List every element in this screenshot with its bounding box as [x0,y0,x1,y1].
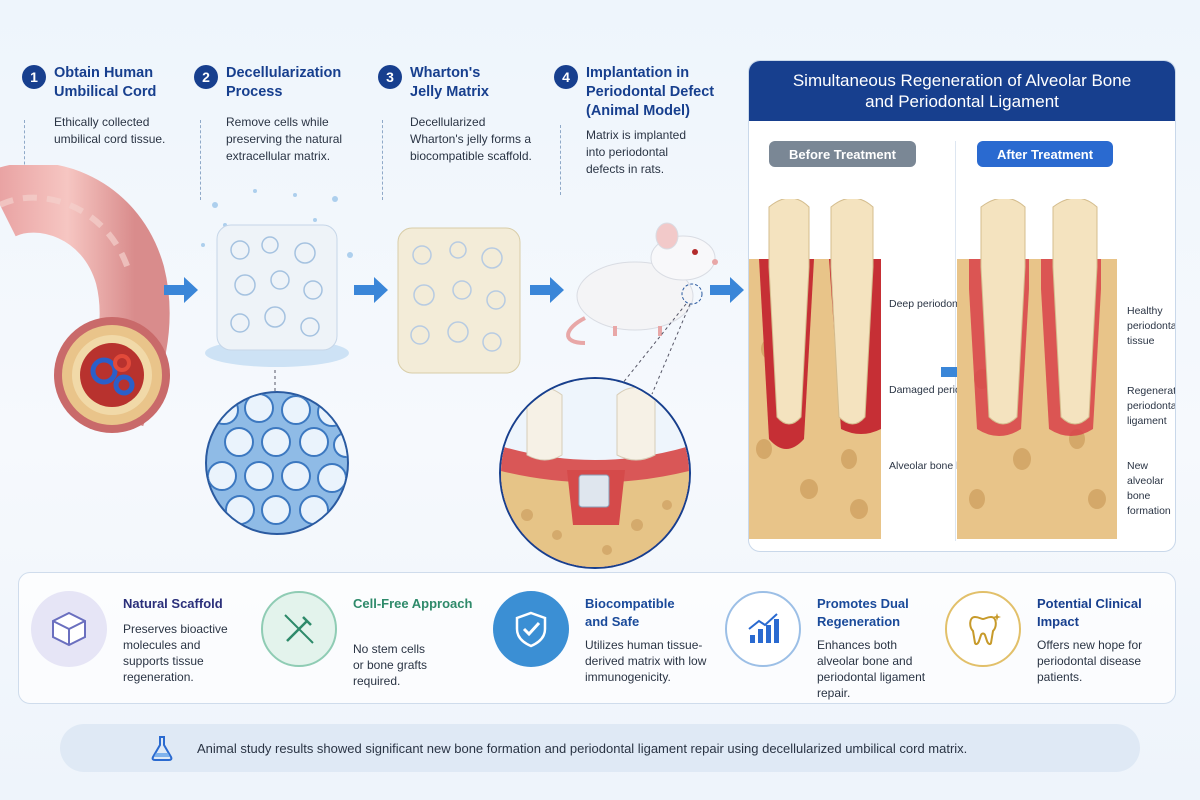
benefit-2-title: Cell-Free Approach [353,596,473,611]
step-2-description: Remove cells while preserving the natura… [226,115,343,163]
benefit-cell-free: Cell-Free Approach No stem cells or bone… [261,591,486,691]
implant-closeup-circle [499,377,691,569]
after-teeth-illustration [957,199,1117,539]
growth-chart-icon [725,591,801,667]
cube-scaffold-icon [31,591,107,667]
benefit-dual-regeneration: Promotes Dual Regeneration Enhances both… [725,591,950,700]
after-callout-ligament: Regenerated periodontal ligament [1127,385,1176,427]
step-1-connector [24,120,25,180]
before-treatment-label: Before Treatment [769,141,916,167]
panel-title: Simultaneous Regeneration of Alveolar Bo… [749,61,1175,121]
step-2-title: Decellularization Process [226,65,342,100]
step-3-connector [382,120,383,200]
footer-banner: Animal study results showed significant … [60,724,1140,772]
umbilical-cord-illustration [0,165,170,433]
step-2: 2 Decellularization Process Remove cells… [194,64,369,165]
step-4: 4 Implantation in Periodontal Defect (An… [554,64,739,178]
regeneration-panel: Simultaneous Regeneration of Alveolar Bo… [748,60,1176,552]
step-1-number: 1 [22,65,46,89]
flask-icon [148,734,176,767]
rat-zoom-connector [613,283,703,395]
panel-divider [955,141,956,541]
step-3-number: 3 [378,65,402,89]
flow-arrow-2-icon [354,277,388,303]
benefit-2-description: No stem cells or bone grafts required. [353,642,428,688]
step-3: 3 Wharton's Jelly Matrix Decellularized … [378,64,548,165]
step-4-description: Matrix is implanted into periodontal def… [586,128,687,176]
step-2-number: 2 [194,65,218,89]
benefit-1-description: Preserves bioactive molecules and suppor… [123,622,228,684]
step-2-connector [200,120,201,200]
step-1-description: Ethically collected umbilical cord tissu… [54,115,166,146]
flow-arrow-4-icon [710,277,744,303]
after-callout-new-bone: New alveolar bone formation [1127,460,1171,517]
zoom-connector [274,370,276,398]
footer-text: Animal study results showed significant … [197,740,968,756]
benefit-5-title: Potential Clinical Impact [1037,596,1142,629]
step-3-title: Wharton's Jelly Matrix [410,65,489,100]
step-4-title: Implantation in Periodontal Defect (Anim… [586,65,715,119]
before-teeth-illustration [749,199,881,539]
flow-arrow-3-icon [530,277,564,303]
rat-illustration [566,222,718,345]
step-1-title: Obtain Human Umbilical Cord [54,65,157,100]
step-1: 1 Obtain Human Umbilical Cord Ethically … [22,64,192,148]
after-callout-healthy-tissue: Healthy periodontal tissue [1127,305,1176,347]
benefit-biocompatible: Biocompatible and Safe Utilizes human ti… [493,591,718,691]
before-callout-bone-loss: Alveolar bone loss [889,460,975,472]
benefits-row: Natural Scaffold Preserves bioactive mol… [18,572,1176,704]
benefit-natural-scaffold: Natural Scaffold Preserves bioactive mol… [31,591,256,691]
benefit-clinical-impact: Potential Clinical Impact Offers new hop… [945,591,1170,691]
step-4-connector [560,125,561,195]
benefit-5-description: Offers new hope for periodontal disease … [1037,638,1143,684]
benefit-4-title: Promotes Dual Regeneration [817,596,909,629]
matrix-magnified-circle [205,391,349,535]
benefit-3-description: Utilizes human tissue-derived matrix wit… [585,638,707,684]
panel-title-text: Simultaneous Regeneration of Alveolar Bo… [792,71,1132,111]
decellularized-cube-illustration [201,189,353,367]
flow-arrow-1-icon [164,277,198,303]
tooth-sparkle-icon [945,591,1021,667]
step-3-description: Decellularized Wharton's jelly forms a b… [410,115,532,163]
crossed-syringe-icon [261,591,337,667]
after-treatment-label: After Treatment [977,141,1114,167]
benefit-1-title: Natural Scaffold [123,596,223,611]
shield-check-icon [493,591,569,667]
benefit-3-title: Biocompatible and Safe [585,596,675,629]
step-4-number: 4 [554,65,578,89]
benefit-4-description: Enhances both alveolar bone and periodon… [817,638,926,700]
whartons-jelly-cube-illustration [397,227,521,374]
